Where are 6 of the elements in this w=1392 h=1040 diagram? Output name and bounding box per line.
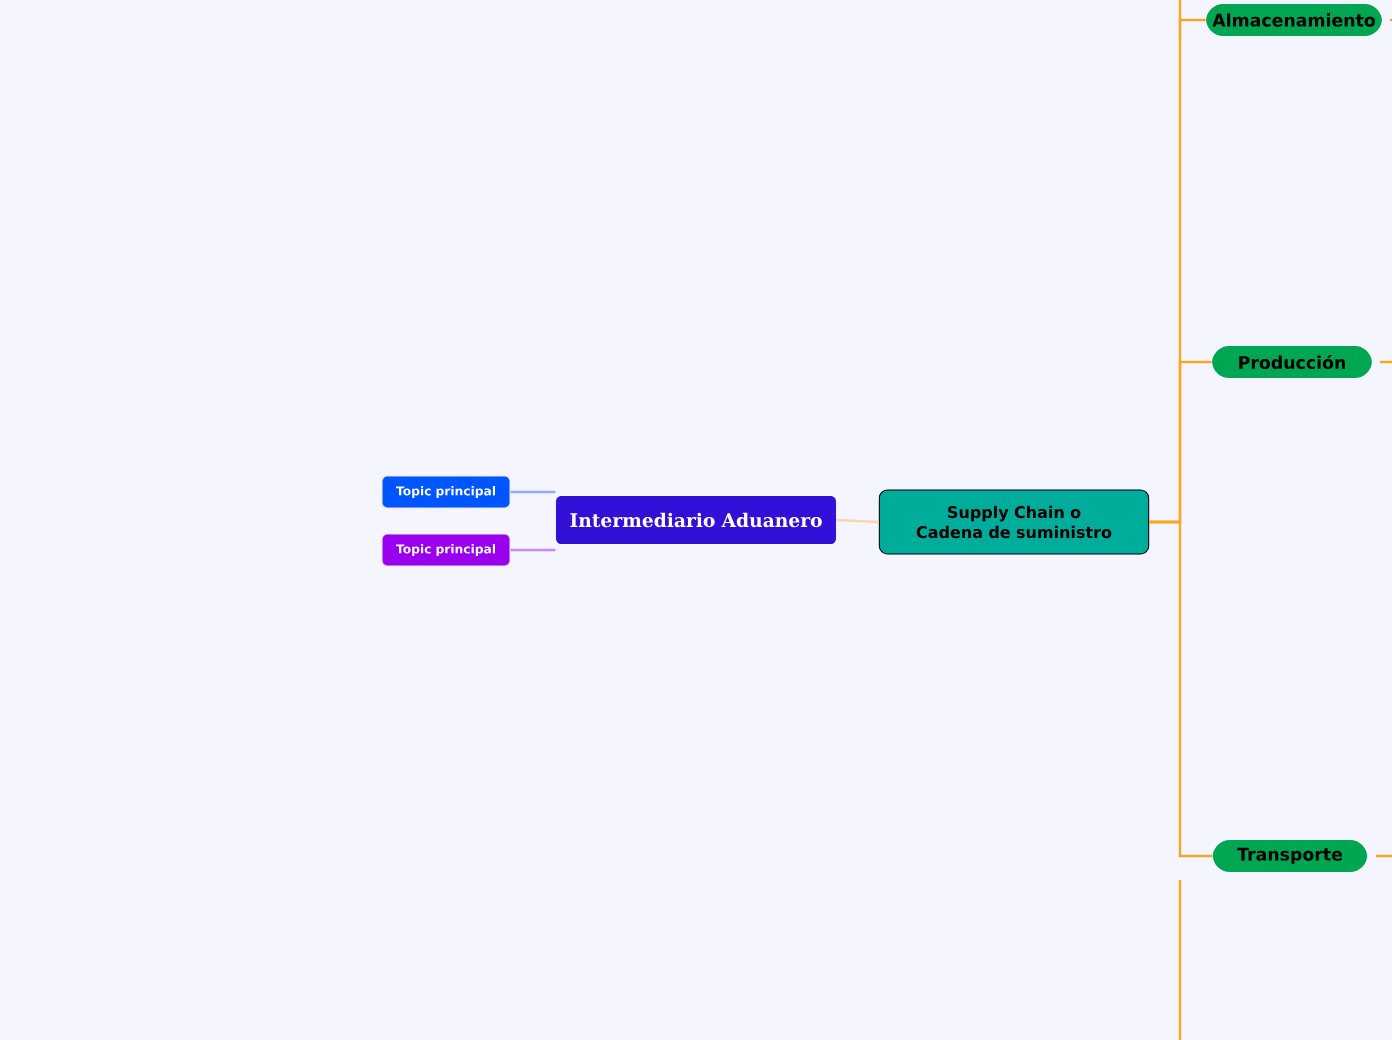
connector-line xyxy=(510,548,556,552)
connector-line xyxy=(1149,520,1213,858)
connector-line xyxy=(836,518,879,524)
central-topic-box: Supply Chain o Cadena de suministro xyxy=(878,489,1150,555)
connector-line xyxy=(510,490,556,494)
main-topic-box: Intermediario Aduanero xyxy=(556,496,836,544)
